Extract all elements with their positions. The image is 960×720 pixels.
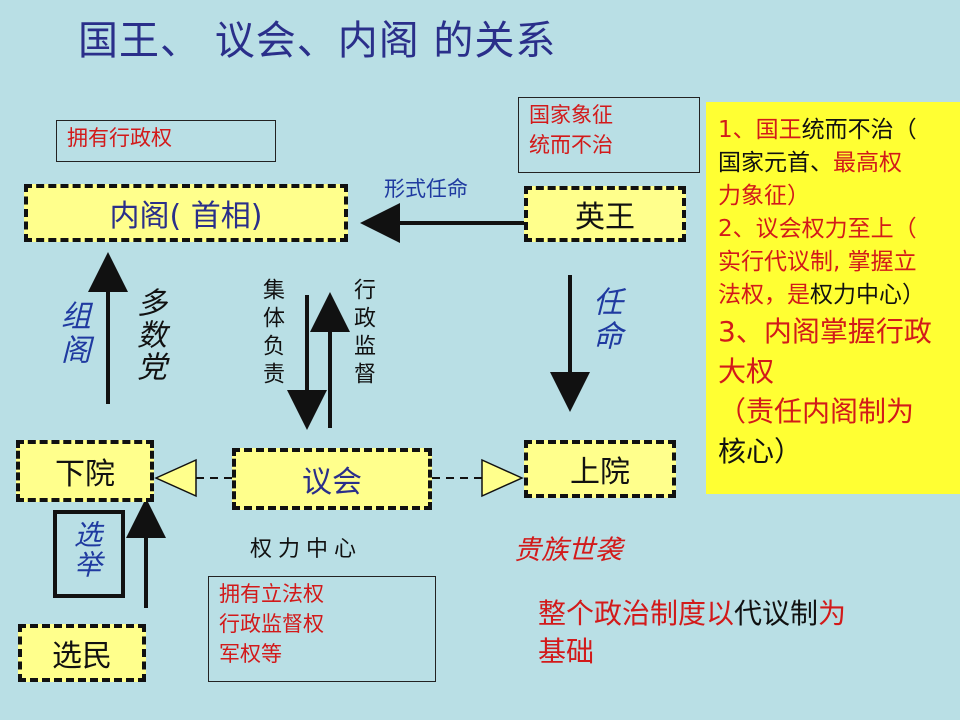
power-center-label: 权力中心 <box>250 537 363 562</box>
administrative-supervision-label: 行政监督 <box>350 278 375 390</box>
form-cabinet-label: 组阁 <box>55 300 90 368</box>
summary-note: 1、国王统而不治（ 国家元首、最高权 力象征） 2、议会权力至上（ 实行代议制,… <box>706 102 960 494</box>
cabinet-power-note: 拥有行政权 <box>56 120 276 162</box>
footer-statement: 整个政治制度以代议制为 基础 <box>538 597 847 668</box>
upper-house-label: 上院 <box>570 455 630 490</box>
majority-party-label: 多数党 <box>131 287 166 383</box>
arrowhead-left-yellow <box>154 458 197 498</box>
voters-box: 选民 <box>18 624 146 682</box>
parliament-label: 议会 <box>302 465 362 500</box>
king-role-note: 国家象征 统而不治 <box>518 97 700 173</box>
appoint-label: 任命 <box>587 286 622 354</box>
voters-label: 选民 <box>52 639 112 674</box>
page-title: 国王、 议会、内阁 的关系 <box>78 18 557 64</box>
collective-responsibility-label: 集体负责 <box>259 278 284 390</box>
cabinet-label: 内阁( 首相) <box>109 199 263 234</box>
arrowhead-right-yellow <box>481 458 524 498</box>
parliament-power-note: 拥有立法权 行政监督权 军权等 <box>208 576 436 682</box>
cabinet-box: 内阁( 首相) <box>24 184 348 242</box>
formal-appointment-label: 形式任命 <box>384 177 468 201</box>
king-label: 英王 <box>575 200 635 235</box>
king-box: 英王 <box>524 186 686 242</box>
lower-house-box: 下院 <box>16 440 154 502</box>
parliament-box: 议会 <box>232 448 432 510</box>
election-label: 选举 <box>70 520 103 580</box>
hereditary-nobility-label: 贵族世袭 <box>514 535 622 566</box>
lower-house-label: 下院 <box>55 457 115 492</box>
election-frame <box>53 510 125 598</box>
upper-house-box: 上院 <box>524 440 676 498</box>
